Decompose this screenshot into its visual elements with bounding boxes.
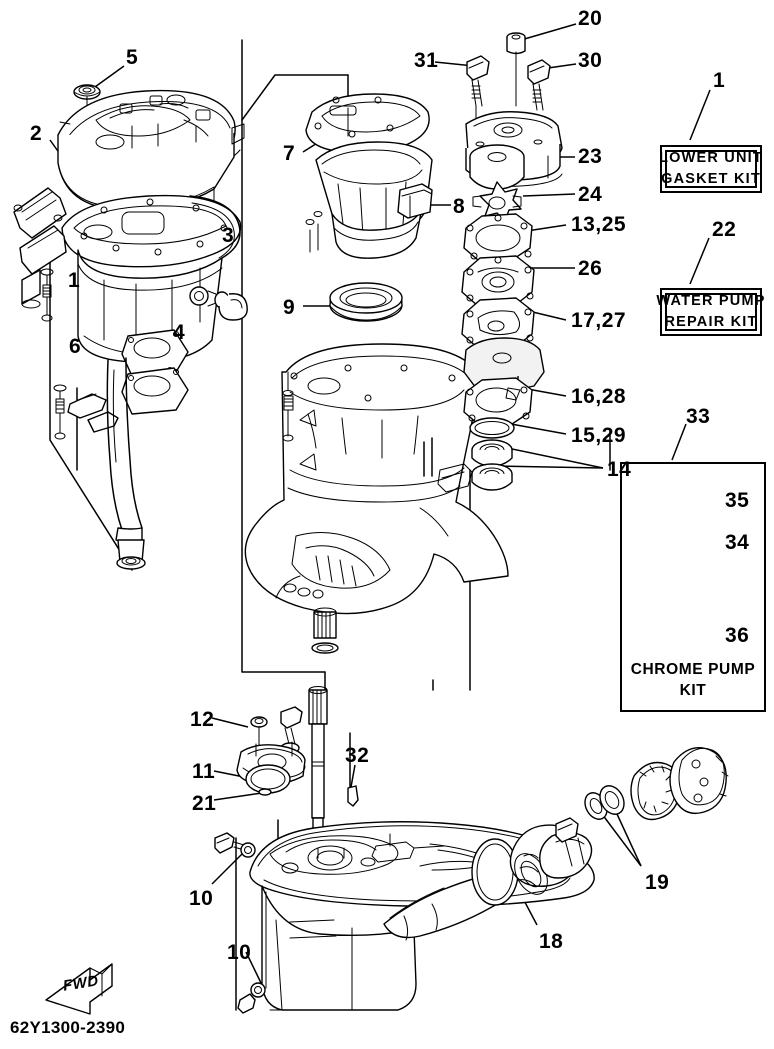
drive-shaft-housing-main [244, 343, 509, 615]
callout-36: 36 [725, 624, 750, 647]
part-32-key [347, 785, 359, 807]
part-3-gasket [61, 194, 242, 268]
callout-11: 11 [192, 760, 216, 783]
chrome-pump-kit-line1: CHROME PUMP [630, 660, 756, 678]
lower-unit-gasket-kit-box[interactable]: LOWER UNIT GASKET KIT [659, 145, 762, 193]
part-9-oil-seal [329, 282, 403, 322]
shift-rod-left [106, 357, 146, 570]
chrome-pump-kit-caption: CHROME PUMP KIT [622, 659, 764, 702]
water-pump-repair-kit-box[interactable]: WATER PUMP REPAIR KIT [656, 288, 764, 336]
callout-10-lower: 10 [227, 941, 252, 964]
lower-unit-gasket-kit-inner: LOWER UNIT GASKET KIT [659, 150, 762, 188]
callout-8: 8 [453, 195, 466, 218]
upper-casing-assembly [13, 84, 248, 570]
gearcase-assembly [214, 686, 729, 1014]
part-7-gasket [305, 93, 430, 154]
chrome-pump-kit-line2: KIT [679, 682, 707, 700]
fastener-stack-left [40, 268, 119, 440]
callout-33: 33 [686, 405, 711, 428]
callout-4: 4 [173, 321, 186, 344]
callout-7: 7 [283, 142, 296, 165]
callout-19: 19 [645, 871, 670, 894]
callout-15-29: 15,29 [571, 424, 627, 447]
drive-shaft-spline [311, 607, 339, 654]
part-30-bolt [527, 59, 551, 111]
part-20-nut [506, 32, 526, 55]
callout-20: 20 [578, 7, 603, 30]
callout-2: 2 [30, 122, 43, 145]
part-18-o-ring [471, 838, 519, 906]
upper-casing-body [77, 249, 223, 363]
callout-10-upper: 10 [189, 887, 214, 910]
callout-22: 22 [712, 218, 737, 241]
callout-30: 30 [578, 49, 603, 72]
callout-13-25: 13,25 [571, 213, 627, 236]
part-17-27-pump-plate [461, 297, 535, 349]
part-16-28-gasket [463, 377, 533, 425]
water-pump-repair-kit-line1: WATER PUMP [656, 292, 766, 309]
part-6-gasket [121, 329, 189, 415]
callout-17-27: 17,27 [571, 309, 627, 332]
callout-12: 12 [190, 708, 215, 731]
fwd-arrow [45, 963, 113, 1015]
callout-3: 3 [222, 224, 235, 247]
callout-24: 24 [578, 183, 603, 206]
lower-unit-gasket-kit-line2: GASKET KIT [661, 171, 761, 187]
upper-cover [57, 89, 245, 210]
callout-34: 34 [725, 531, 750, 554]
part-26-pump-plate [461, 255, 535, 312]
part-23-insert-cartridge [469, 144, 525, 190]
part-5-grommet [73, 84, 101, 100]
part-14-bearings [471, 439, 513, 491]
part-15-29-o-ring [469, 417, 515, 439]
water-pump-repair-kit-inner: WATER PUMP REPAIR KIT [656, 293, 764, 331]
callout-18: 18 [539, 930, 564, 953]
part-13-25-gasket [463, 213, 533, 261]
callout-6: 6 [69, 335, 82, 358]
part-31-bolt [466, 55, 490, 107]
water-pump-repair-kit-line2: REPAIR KIT [664, 314, 758, 330]
drive-shaft-housing-upper [315, 141, 433, 259]
callout-21: 21 [192, 792, 217, 815]
part-10-bolt-lower [237, 982, 266, 1014]
callout-16-28: 16,28 [571, 385, 627, 408]
chrome-pump-kit-box[interactable]: CHROME PUMP KIT [620, 462, 766, 712]
callout-9: 9 [283, 296, 296, 319]
callout-26: 26 [578, 257, 603, 280]
callout-14: 14 [607, 458, 632, 481]
bearing-carrier [509, 747, 729, 895]
drive-shaft [308, 686, 328, 849]
callout-31: 31 [414, 49, 439, 72]
part-4-plug [189, 286, 248, 321]
part-2-anode-bracket [13, 187, 67, 309]
callout-1-box: 1 [713, 69, 726, 92]
fastener-stack-centre [282, 211, 323, 442]
part-10-bolt-upper [214, 832, 256, 858]
drive-shaft-housing-assembly [244, 93, 509, 654]
diagram-part-number: 62Y1300-2390 [10, 1018, 126, 1037]
water-pump-stack [461, 32, 563, 491]
part-21-o-ring [258, 788, 272, 796]
part-8-guide [397, 183, 433, 219]
callout-1: 1 [68, 269, 81, 292]
callout-23: 23 [578, 145, 603, 168]
callout-35: 35 [725, 489, 750, 512]
lower-unit-gasket-kit-line1: LOWER UNIT [659, 149, 763, 166]
callout-32: 32 [345, 744, 370, 767]
callout-5: 5 [126, 46, 139, 69]
